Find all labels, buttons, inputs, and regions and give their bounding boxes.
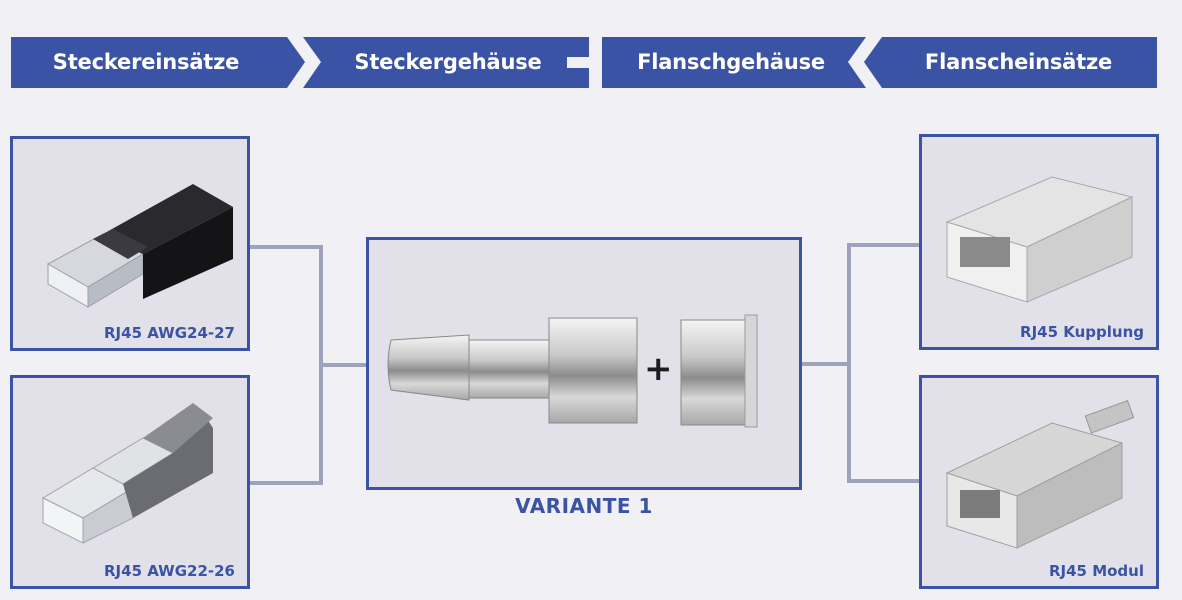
product-card-rj45-awg24-27[interactable]: RJ45 AWG24-27 xyxy=(10,136,250,351)
connector-line xyxy=(801,362,849,366)
card-label: RJ45 AWG22-26 xyxy=(104,562,235,580)
connector-line xyxy=(847,243,920,247)
header-steckereinsaetze: Steckereinsätze xyxy=(52,50,240,74)
header-flanschgehaeuse: Flanschgehäuse xyxy=(637,50,825,74)
plus-icon xyxy=(567,37,602,88)
rj45-coupler-image xyxy=(945,176,1134,303)
connector-line xyxy=(248,245,321,249)
variant-label: VARIANTE 1 xyxy=(515,494,653,518)
card-label: RJ45 Kupplung xyxy=(1020,323,1144,341)
product-card-rj45-kupplung[interactable]: RJ45 Kupplung xyxy=(919,134,1159,350)
variant-card[interactable]: + xyxy=(366,237,802,490)
product-card-rj45-awg22-26[interactable]: RJ45 AWG22-26 xyxy=(10,375,250,589)
header-shapes xyxy=(11,37,1157,88)
header-banner: Steckereinsätze Steckergehäuse Flanschge… xyxy=(0,0,1182,100)
plus-icon: + xyxy=(644,349,673,389)
segment-steckereinsaetze-shape xyxy=(11,37,305,88)
card-label: RJ45 Modul xyxy=(1048,562,1144,580)
plug-housing-metal-image xyxy=(387,314,758,428)
connector-line xyxy=(847,479,920,483)
product-card-rj45-modul[interactable]: RJ45 Modul xyxy=(919,375,1159,589)
rj45-plug-grey-image xyxy=(41,403,213,544)
connector-line xyxy=(321,363,367,367)
segment-flanschgehaeuse-shape xyxy=(602,37,866,88)
rj45-plug-black-image xyxy=(46,184,233,308)
segment-flanscheinsaetze-shape xyxy=(864,37,1157,88)
segment-steckergehaeuse-shape xyxy=(303,37,589,88)
connector-line xyxy=(847,243,851,483)
rj45-module-image xyxy=(945,400,1135,549)
card-label: RJ45 AWG24-27 xyxy=(104,324,235,342)
connector-line xyxy=(248,481,321,485)
header-steckergehaeuse: Steckergehäuse xyxy=(354,50,542,74)
header-flanscheinsaetze: Flanscheinsätze xyxy=(924,50,1113,74)
